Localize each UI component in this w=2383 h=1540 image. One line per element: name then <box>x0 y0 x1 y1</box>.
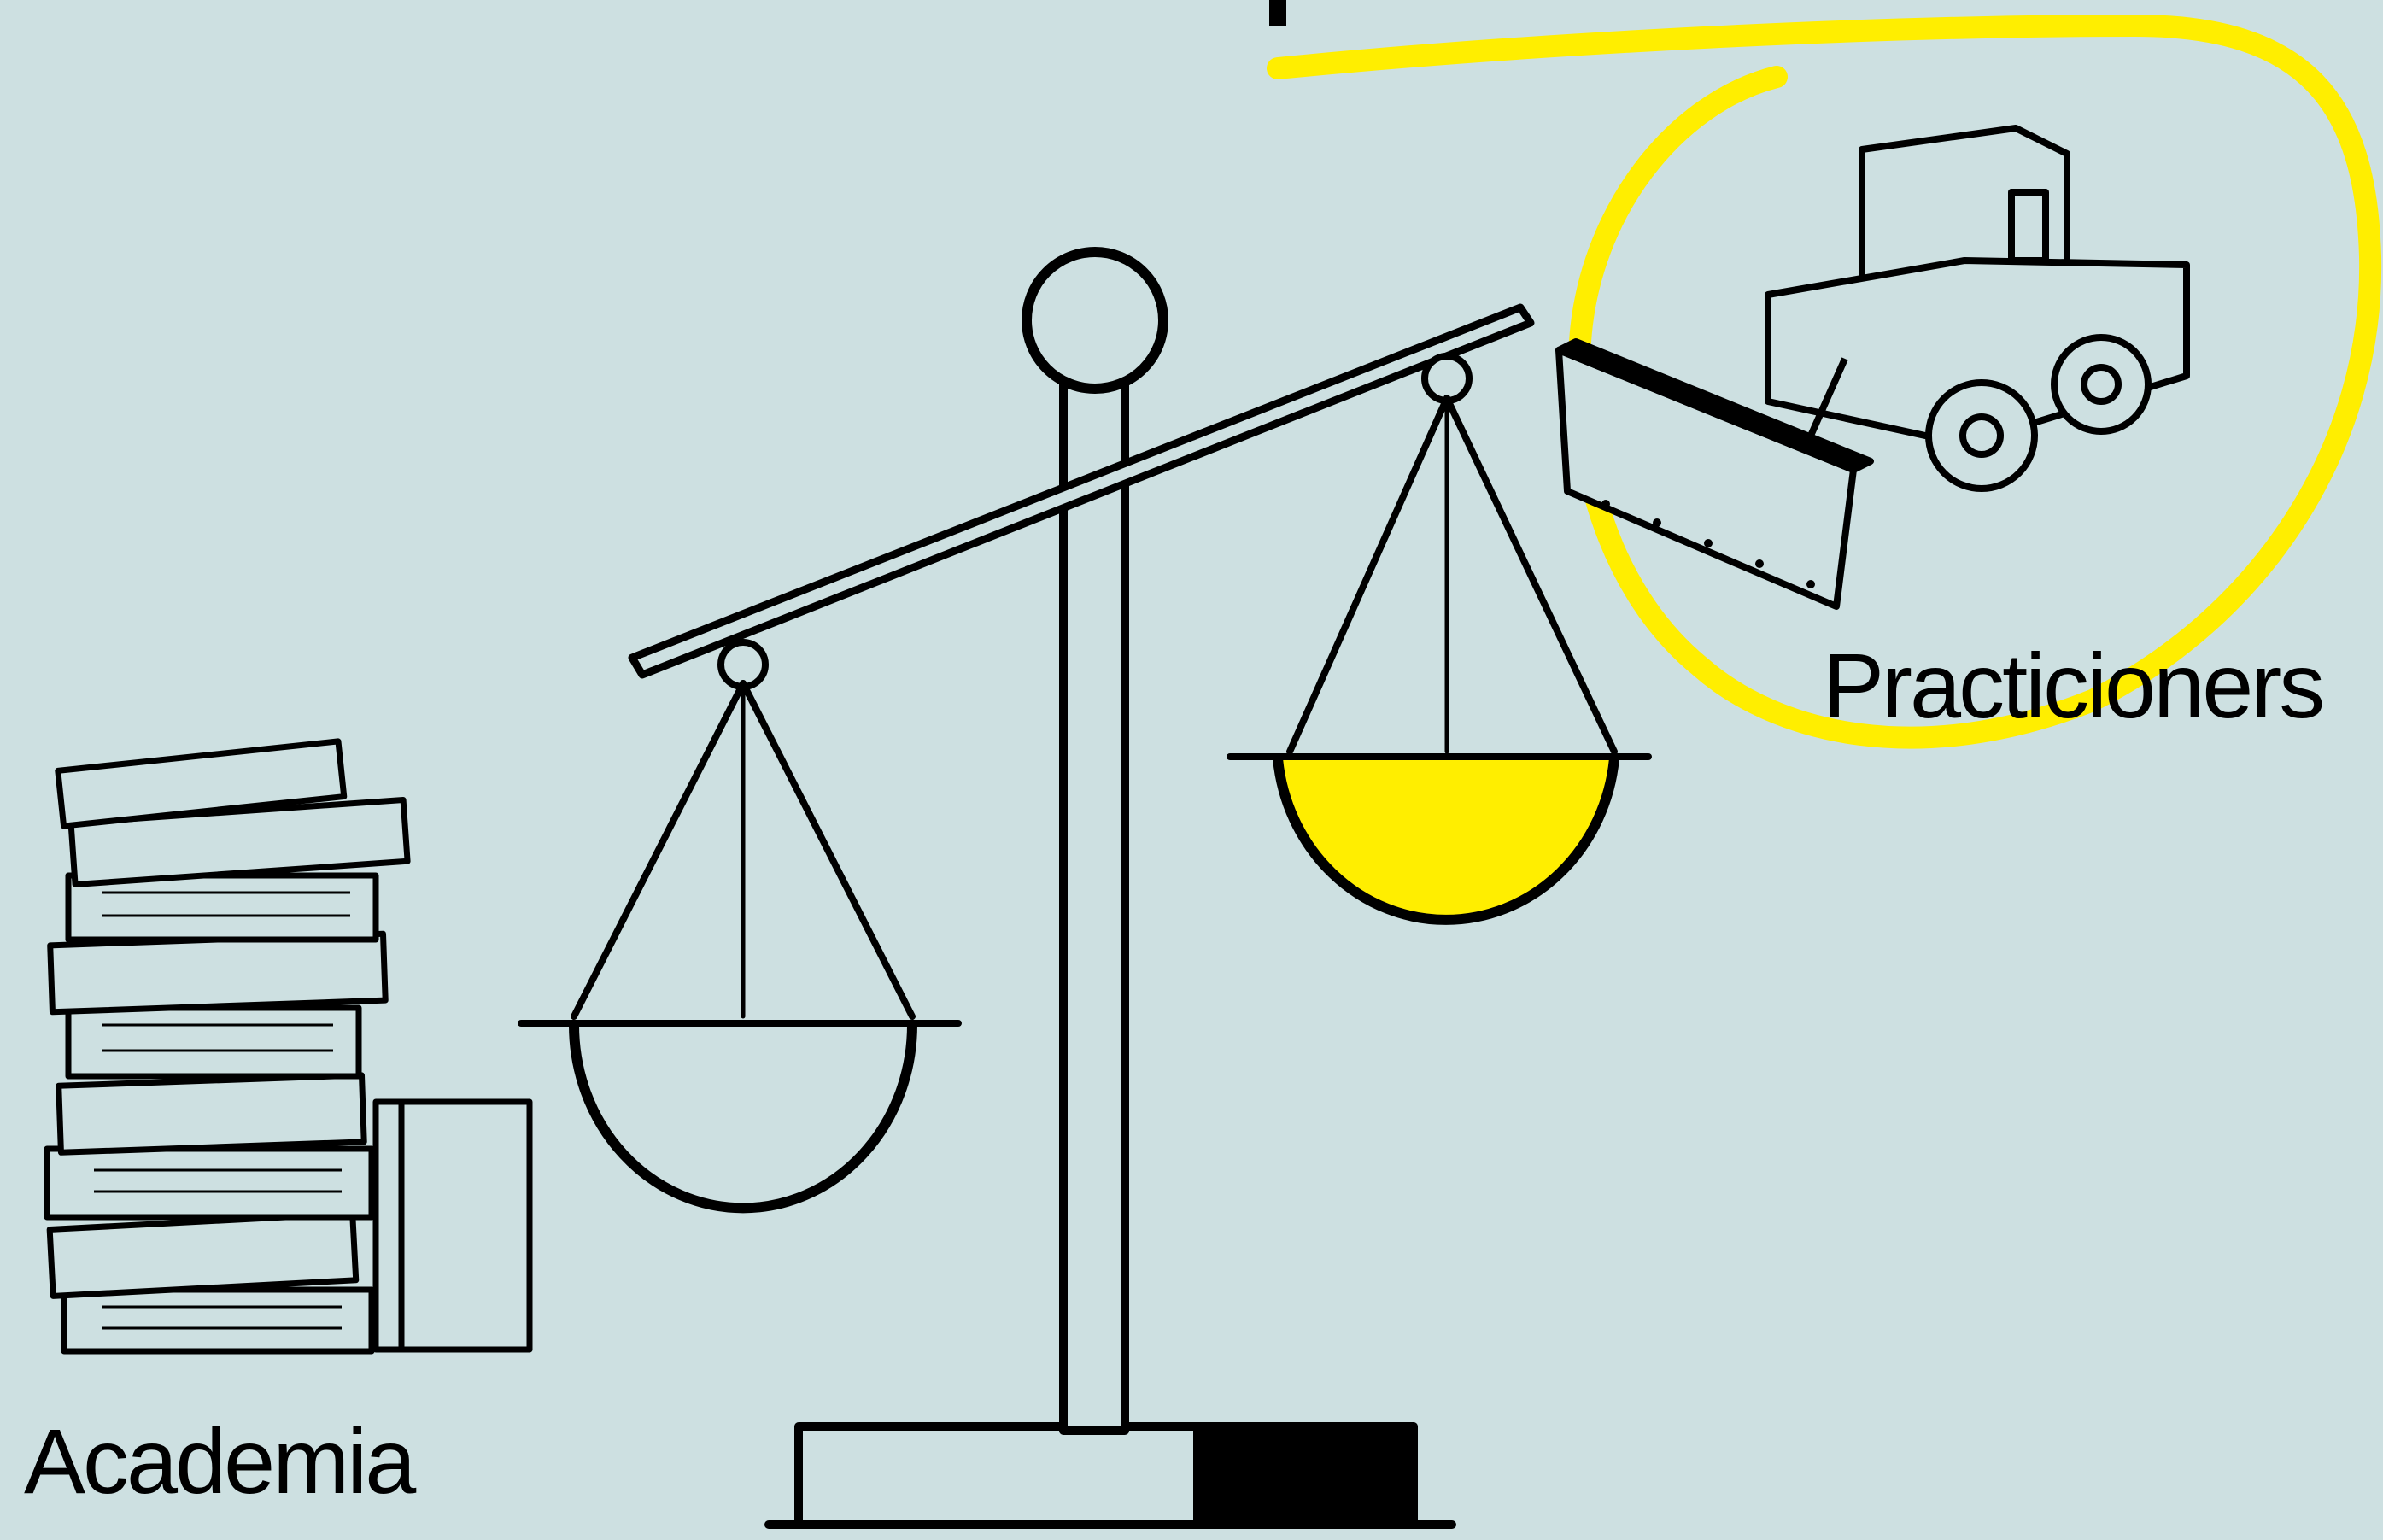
balance-scale-icon <box>521 252 1648 1525</box>
scale-pillar <box>1063 367 1125 1431</box>
left-pan <box>574 1025 912 1208</box>
label-academia: Academia <box>24 1409 417 1513</box>
right-pan-fill <box>1278 758 1614 920</box>
book-stack-icon <box>47 741 530 1351</box>
scale-knob <box>1027 252 1163 389</box>
bulldozer-icon <box>1559 128 2187 606</box>
cropped-title-fragment <box>1269 0 1286 26</box>
scale-base-shadow <box>1196 1426 1414 1525</box>
right-hook <box>1425 356 1469 401</box>
label-practicioners: Practicioners <box>1823 634 2322 737</box>
